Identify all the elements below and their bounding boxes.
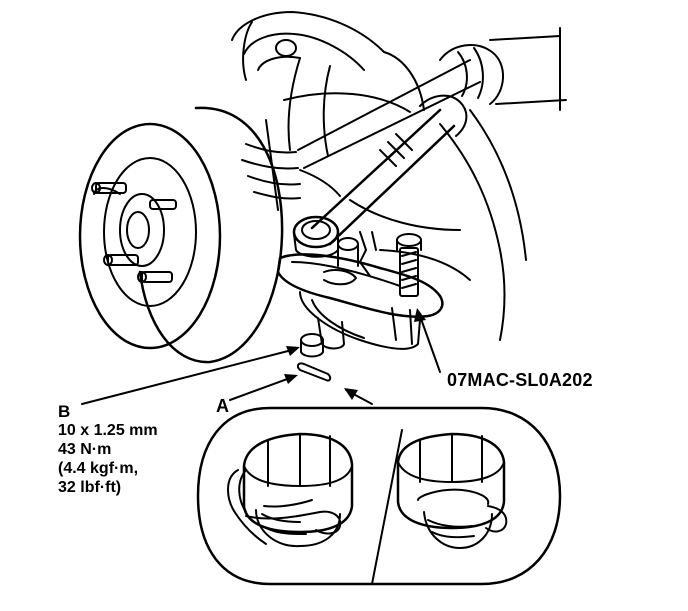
- spec-torque-kgf: (4.4 kgf·m,: [58, 460, 139, 477]
- spec-torque-lbf: 32 lbf·ft): [58, 479, 122, 496]
- castle-nut-b: [300, 333, 324, 358]
- callout-b-label: B: [58, 402, 71, 421]
- wheel-studs: [91, 182, 177, 283]
- knuckle: [231, 11, 425, 211]
- nut-detail-before: [227, 432, 354, 548]
- leader-lines: [81, 308, 441, 405]
- tool-number-label: 07MAC-SL0A202: [447, 370, 593, 390]
- torque-spec: 10 x 1.25 mm 43 N·m (4.4 kgf·m, 32 lbf·f…: [58, 421, 158, 497]
- cotter-pin-a: [296, 362, 332, 382]
- callout-a-label: A: [216, 396, 229, 416]
- spec-size: 10 x 1.25 mm: [58, 422, 158, 439]
- nut-detail-after: [396, 432, 508, 549]
- ball-joint-remover: [276, 231, 444, 350]
- brake-disc: [78, 106, 284, 364]
- socket-wrench: [292, 94, 468, 258]
- detail-callout: [196, 406, 562, 586]
- lower-arm: [283, 92, 527, 341]
- spec-torque-nm: 43 N·m: [58, 441, 112, 458]
